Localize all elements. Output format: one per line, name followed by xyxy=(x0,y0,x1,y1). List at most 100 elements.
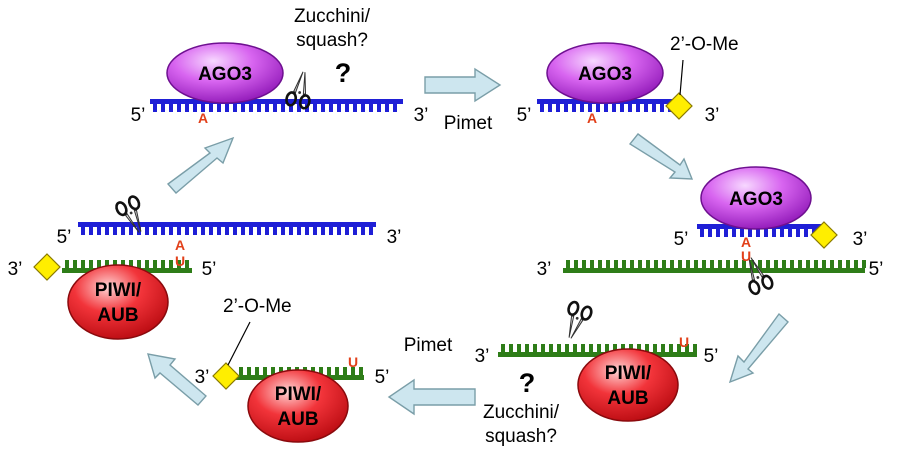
base-tick xyxy=(361,227,365,235)
base-tick xyxy=(185,260,189,268)
base-tick xyxy=(343,367,347,375)
nuclease-label-line1: Zucchini/ xyxy=(483,402,560,423)
base-tick xyxy=(161,260,165,268)
base-tick xyxy=(597,344,601,352)
base-tick xyxy=(685,344,689,352)
nuclease-label-line2: squash? xyxy=(485,426,557,447)
base-tick xyxy=(89,260,93,268)
base-tick xyxy=(604,104,608,112)
ago3-protein-right: AGO3 xyxy=(700,166,812,230)
base-tick xyxy=(654,260,658,268)
base-u: U xyxy=(175,253,185,269)
base-tick xyxy=(726,260,730,268)
base-tick xyxy=(129,260,133,268)
five-prime-label: 5’ xyxy=(375,367,390,388)
base-tick xyxy=(153,227,157,235)
base-tick xyxy=(742,260,746,268)
base-tick xyxy=(677,344,681,352)
base-tick xyxy=(814,260,818,268)
base-tick xyxy=(329,104,333,112)
base-tick xyxy=(113,227,117,235)
base-tick xyxy=(241,104,245,112)
piwi-aub-label-line2: AUB xyxy=(607,388,648,409)
base-tick xyxy=(700,229,704,237)
base-tick xyxy=(225,227,229,235)
five-prime-label: 5’ xyxy=(704,346,719,367)
base-tick xyxy=(281,227,285,235)
base-tick xyxy=(297,227,301,235)
methyl-pointer-line xyxy=(227,321,251,366)
base-tick xyxy=(750,260,754,268)
piwi-transcript-strand xyxy=(498,344,697,357)
piwi-aub-label-line1: PIWI/ xyxy=(95,280,142,301)
base-tick xyxy=(265,227,269,235)
base-tick xyxy=(804,229,808,237)
base-tick xyxy=(580,104,584,112)
base-tick xyxy=(612,104,616,112)
base-tick xyxy=(249,104,253,112)
base-tick xyxy=(239,367,243,375)
base-tick xyxy=(782,260,786,268)
strand-end-labels: 5’ 3’ 5’ 3’ 5’ 3’ 3’ 5’ 5’ 3’ 3’ 5’ 3’ 5… xyxy=(8,105,884,388)
base-tick xyxy=(748,229,752,237)
piwi-aub-protein-bottom-left: PIWI/ AUB xyxy=(247,369,349,443)
base-tick xyxy=(653,344,657,352)
base-tick xyxy=(329,227,333,235)
base-tick xyxy=(565,344,569,352)
base-tick xyxy=(790,260,794,268)
base-tick xyxy=(263,367,267,375)
base-tick xyxy=(233,227,237,235)
base-tick xyxy=(247,367,251,375)
base-tick xyxy=(297,104,301,112)
base-tick xyxy=(73,260,77,268)
piwi-aub-label-line1: PIWI/ xyxy=(605,363,652,384)
base-tick xyxy=(572,104,576,112)
base-tick xyxy=(233,104,237,112)
base-u: U xyxy=(741,248,751,264)
base-tick xyxy=(636,104,640,112)
base-tick xyxy=(846,260,850,268)
base-tick xyxy=(629,344,633,352)
base-tick xyxy=(556,104,560,112)
strand-backbone xyxy=(150,99,403,104)
base-u: U xyxy=(348,354,358,370)
base-tick xyxy=(209,104,213,112)
base-tick xyxy=(271,367,275,375)
base-tick xyxy=(225,104,229,112)
base-tick xyxy=(121,260,125,268)
cycle-arrow-icon xyxy=(728,312,789,384)
question-mark: ? xyxy=(335,58,352,88)
base-tick xyxy=(548,104,552,112)
base-tick xyxy=(662,260,666,268)
base-tick xyxy=(517,344,521,352)
base-tick xyxy=(161,227,165,235)
cycle-arrow-icon xyxy=(166,136,235,194)
base-tick xyxy=(161,104,165,112)
base-tick xyxy=(153,260,157,268)
methyl-diamond-icon xyxy=(665,92,693,120)
ago3-piRNA-strand xyxy=(150,99,403,112)
base-tick xyxy=(694,260,698,268)
base-tick xyxy=(756,229,760,237)
base-tick xyxy=(217,104,221,112)
base-tick xyxy=(193,227,197,235)
base-tick xyxy=(129,227,133,235)
base-tick xyxy=(598,260,602,268)
ago3-label: AGO3 xyxy=(198,64,252,85)
base-tick xyxy=(89,227,93,235)
base-tick xyxy=(638,260,642,268)
base-tick xyxy=(201,227,205,235)
piwi-aub-label-line2: AUB xyxy=(277,409,318,430)
base-tick xyxy=(377,104,381,112)
base-tick xyxy=(81,260,85,268)
base-tick xyxy=(734,260,738,268)
base-tick xyxy=(798,260,802,268)
base-tick xyxy=(645,344,649,352)
base-tick xyxy=(620,104,624,112)
base-tick xyxy=(716,229,720,237)
base-tick xyxy=(97,260,101,268)
base-tick xyxy=(137,260,141,268)
base-tick xyxy=(590,260,594,268)
base-tick xyxy=(605,344,609,352)
